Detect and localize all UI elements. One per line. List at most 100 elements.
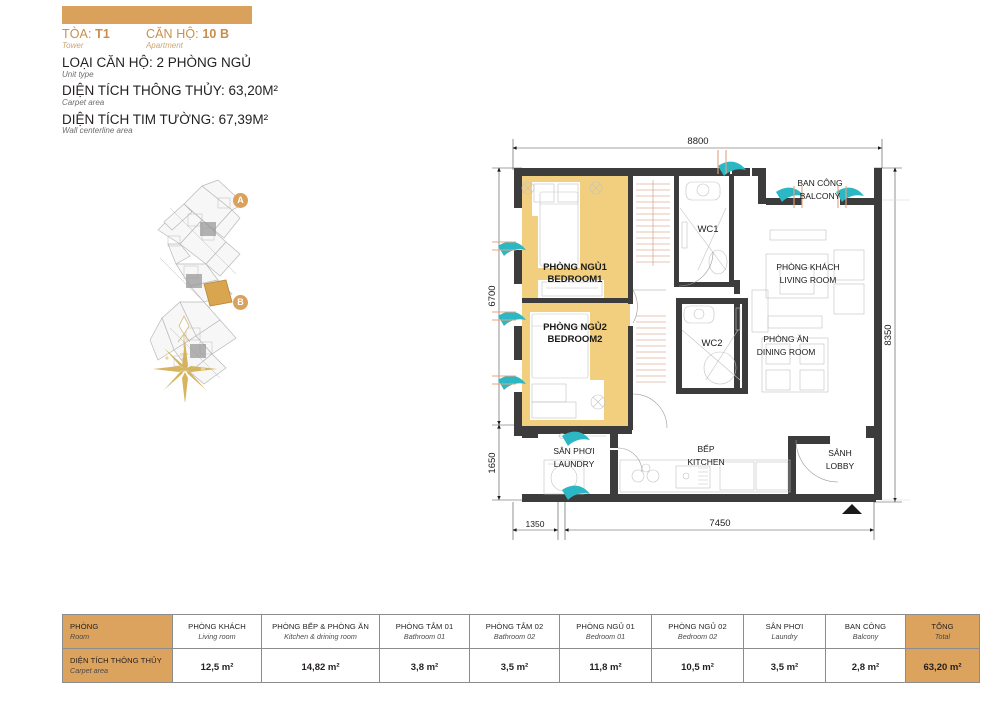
col-living-vn: PHÒNG KHÁCH <box>188 622 246 632</box>
table-cell-laundry-value: 3,5 m² <box>743 648 826 683</box>
dim-top-8800: 8800 <box>687 136 708 147</box>
dim-right-8350: 8350 <box>883 324 894 345</box>
col-bed1-vn: PHÒNG NGỦ 01 <box>576 622 635 632</box>
apartment-label-en: Apartment <box>145 41 183 51</box>
arrow-icon <box>562 431 590 446</box>
value-living: 12,5 m² <box>200 661 234 673</box>
label-dining-vn: PHÒNG ĂN <box>763 334 808 344</box>
arrow-icon <box>498 311 526 326</box>
label-wc2: WC2 <box>701 338 722 349</box>
label-bedroom2-en: BEDROOM2 <box>548 334 603 345</box>
value-bath2: 3,5 m² <box>500 661 529 673</box>
table-cell-bath2-value: 3,5 m² <box>469 648 560 683</box>
label-wc1: WC1 <box>697 224 718 235</box>
col-bed1-en: Bedroom 01 <box>585 631 626 641</box>
bed1 <box>538 190 580 268</box>
desk1 <box>538 280 604 300</box>
carpet-area-en: Carpet area <box>62 97 105 107</box>
label-living-vn: PHÒNG KHÁCH <box>776 262 839 272</box>
col-balcony-en: Balcony <box>852 631 879 641</box>
row-label-1-vn: PHÒNG <box>70 622 99 632</box>
value-bath1: 3,8 m² <box>410 661 439 673</box>
compass-rose <box>148 312 228 404</box>
col-bath1-vn: PHÒNG TẮM 01 <box>395 622 454 632</box>
title-block: TÒA: T1 Tower CĂN HỘ: 10 B Apartment LOẠ… <box>62 6 402 136</box>
table-cell-kitchen-value: 14,82 m² <box>261 648 380 683</box>
highlighted-unit <box>203 279 233 307</box>
apartment-group: CĂN HỘ: 10 B Apartment <box>145 27 230 51</box>
label-kitchen-en: KITCHEN <box>687 457 724 467</box>
table-cell-balcony-value: 2,8 m² <box>825 648 906 683</box>
table-col-bathroom2: PHÒNG TẮM 02 Bathroom 02 <box>469 614 560 649</box>
table-col-living: PHÒNG KHÁCH Living room <box>172 614 262 649</box>
arrow-icon <box>718 161 746 176</box>
room-labels: PHÒNG NGỦ1 BEDROOM1 PHÒNG NGỦ2 BEDROOM2 … <box>543 178 854 471</box>
table-col-bedroom2: PHÒNG NGỦ 02 Bedroom 02 <box>651 614 744 649</box>
unit-type-vn: LOẠI CĂN HỘ: 2 PHÒNG NGỦ <box>62 54 252 70</box>
col-bath1-en: Bathroom 01 <box>403 631 446 641</box>
table-row-header: PHÒNG Room PHÒNG KHÁCH Living room PHÒNG… <box>62 614 980 649</box>
window-marks <box>492 150 847 385</box>
label-living-en: LIVING ROOM <box>780 275 837 285</box>
floor-plan: 8800 6700 1650 8350 1350 7450 <box>470 130 940 560</box>
dim-left-1650: 1650 <box>487 452 498 473</box>
table-head-room: PHÒNG Room <box>62 614 173 649</box>
brand-gold-bar <box>62 6 252 24</box>
label-laundry-en: LAUNDRY <box>554 459 595 469</box>
tower-value: T1 <box>95 27 110 41</box>
value-bed2: 10,5 m² <box>681 661 714 673</box>
table-col-balcony: BAN CÔNG Balcony <box>825 614 906 649</box>
compass-rose-icon <box>153 315 217 404</box>
col-bath2-en: Bathroom 02 <box>493 631 536 641</box>
col-balcony-vn: BAN CÔNG <box>844 622 887 632</box>
col-laundry-vn: SÂN PHƠI <box>765 622 804 632</box>
table-cell-total-value: 63,20 m² <box>905 648 980 683</box>
walls <box>514 168 882 502</box>
unit-type-en: Unit type <box>62 69 94 79</box>
table-row-values: DIỆN TÍCH THÔNG THỦY Carpet area 12,5 m²… <box>62 648 980 683</box>
value-total: 63,20 m² <box>923 661 962 673</box>
col-kitchen-vn: PHÒNG BẾP & PHÒNG ĂN <box>272 622 369 632</box>
wall-area-en: Wall centerline area <box>62 126 133 136</box>
tower-label-en: Tower <box>62 41 84 51</box>
value-laundry: 3,5 m² <box>770 661 799 673</box>
table-col-laundry: SÂN PHƠI Laundry <box>743 614 826 649</box>
label-balcony-en: BALCONY <box>800 191 841 201</box>
compass-dot-nw <box>165 356 169 360</box>
row-label-1-en: Room <box>70 631 90 641</box>
compass-dot-east <box>200 366 206 372</box>
table-col-bedroom1: PHÒNG NGỦ 01 Bedroom 01 <box>559 614 652 649</box>
col-bath2-vn: PHÒNG TẮM 02 <box>485 622 544 632</box>
arrow-icon <box>498 375 526 390</box>
label-bedroom2-vn: PHÒNG NGỦ2 <box>543 321 607 333</box>
table-cell-bed2-value: 10,5 m² <box>651 648 744 683</box>
dim-left-6700: 6700 <box>487 285 498 306</box>
arrow-icon <box>836 187 864 202</box>
dim-bottom-1350: 1350 <box>526 519 545 529</box>
compass-star <box>153 340 217 404</box>
col-total-vn: TỔNG <box>931 622 954 632</box>
label-dining-en: DINING ROOM <box>757 347 816 357</box>
desk2 <box>530 380 604 420</box>
dim-bottom-7450: 7450 <box>709 518 730 529</box>
label-kitchen-vn: BẾP <box>697 444 714 454</box>
tower-group: TÒA: T1 Tower <box>62 27 110 51</box>
value-kitchen: 14,82 m² <box>301 661 340 673</box>
carpet-area-vn: DIỆN TÍCH THÔNG THỦY: 63,20M² <box>62 83 279 99</box>
col-laundry-en: Laundry <box>771 631 798 641</box>
keyplan-marker-a: A <box>233 193 248 208</box>
label-bedroom1-vn: PHÒNG NGỦ1 <box>543 261 608 273</box>
table-col-kitchen-dining: PHÒNG BẾP & PHÒNG ĂN Kitchen & drining r… <box>261 614 380 649</box>
bed2 <box>530 312 590 380</box>
corridor-white <box>630 174 674 284</box>
orientation-arrows <box>498 161 864 500</box>
label-bedroom1-en: BEDROOM1 <box>548 274 604 285</box>
arrow-icon <box>776 187 804 202</box>
apartment-value: 10 B <box>202 27 230 41</box>
tower-label-text: TÒA: <box>62 27 92 41</box>
area-table: PHÒNG Room PHÒNG KHÁCH Living room PHÒNG… <box>62 614 980 683</box>
col-total-en: Total <box>934 631 951 641</box>
label-laundry-vn: SÂN PHƠI <box>553 446 594 456</box>
row-label-2-en: Carpet area <box>70 665 108 675</box>
label-lobby-vn: SẢNH <box>828 447 852 458</box>
